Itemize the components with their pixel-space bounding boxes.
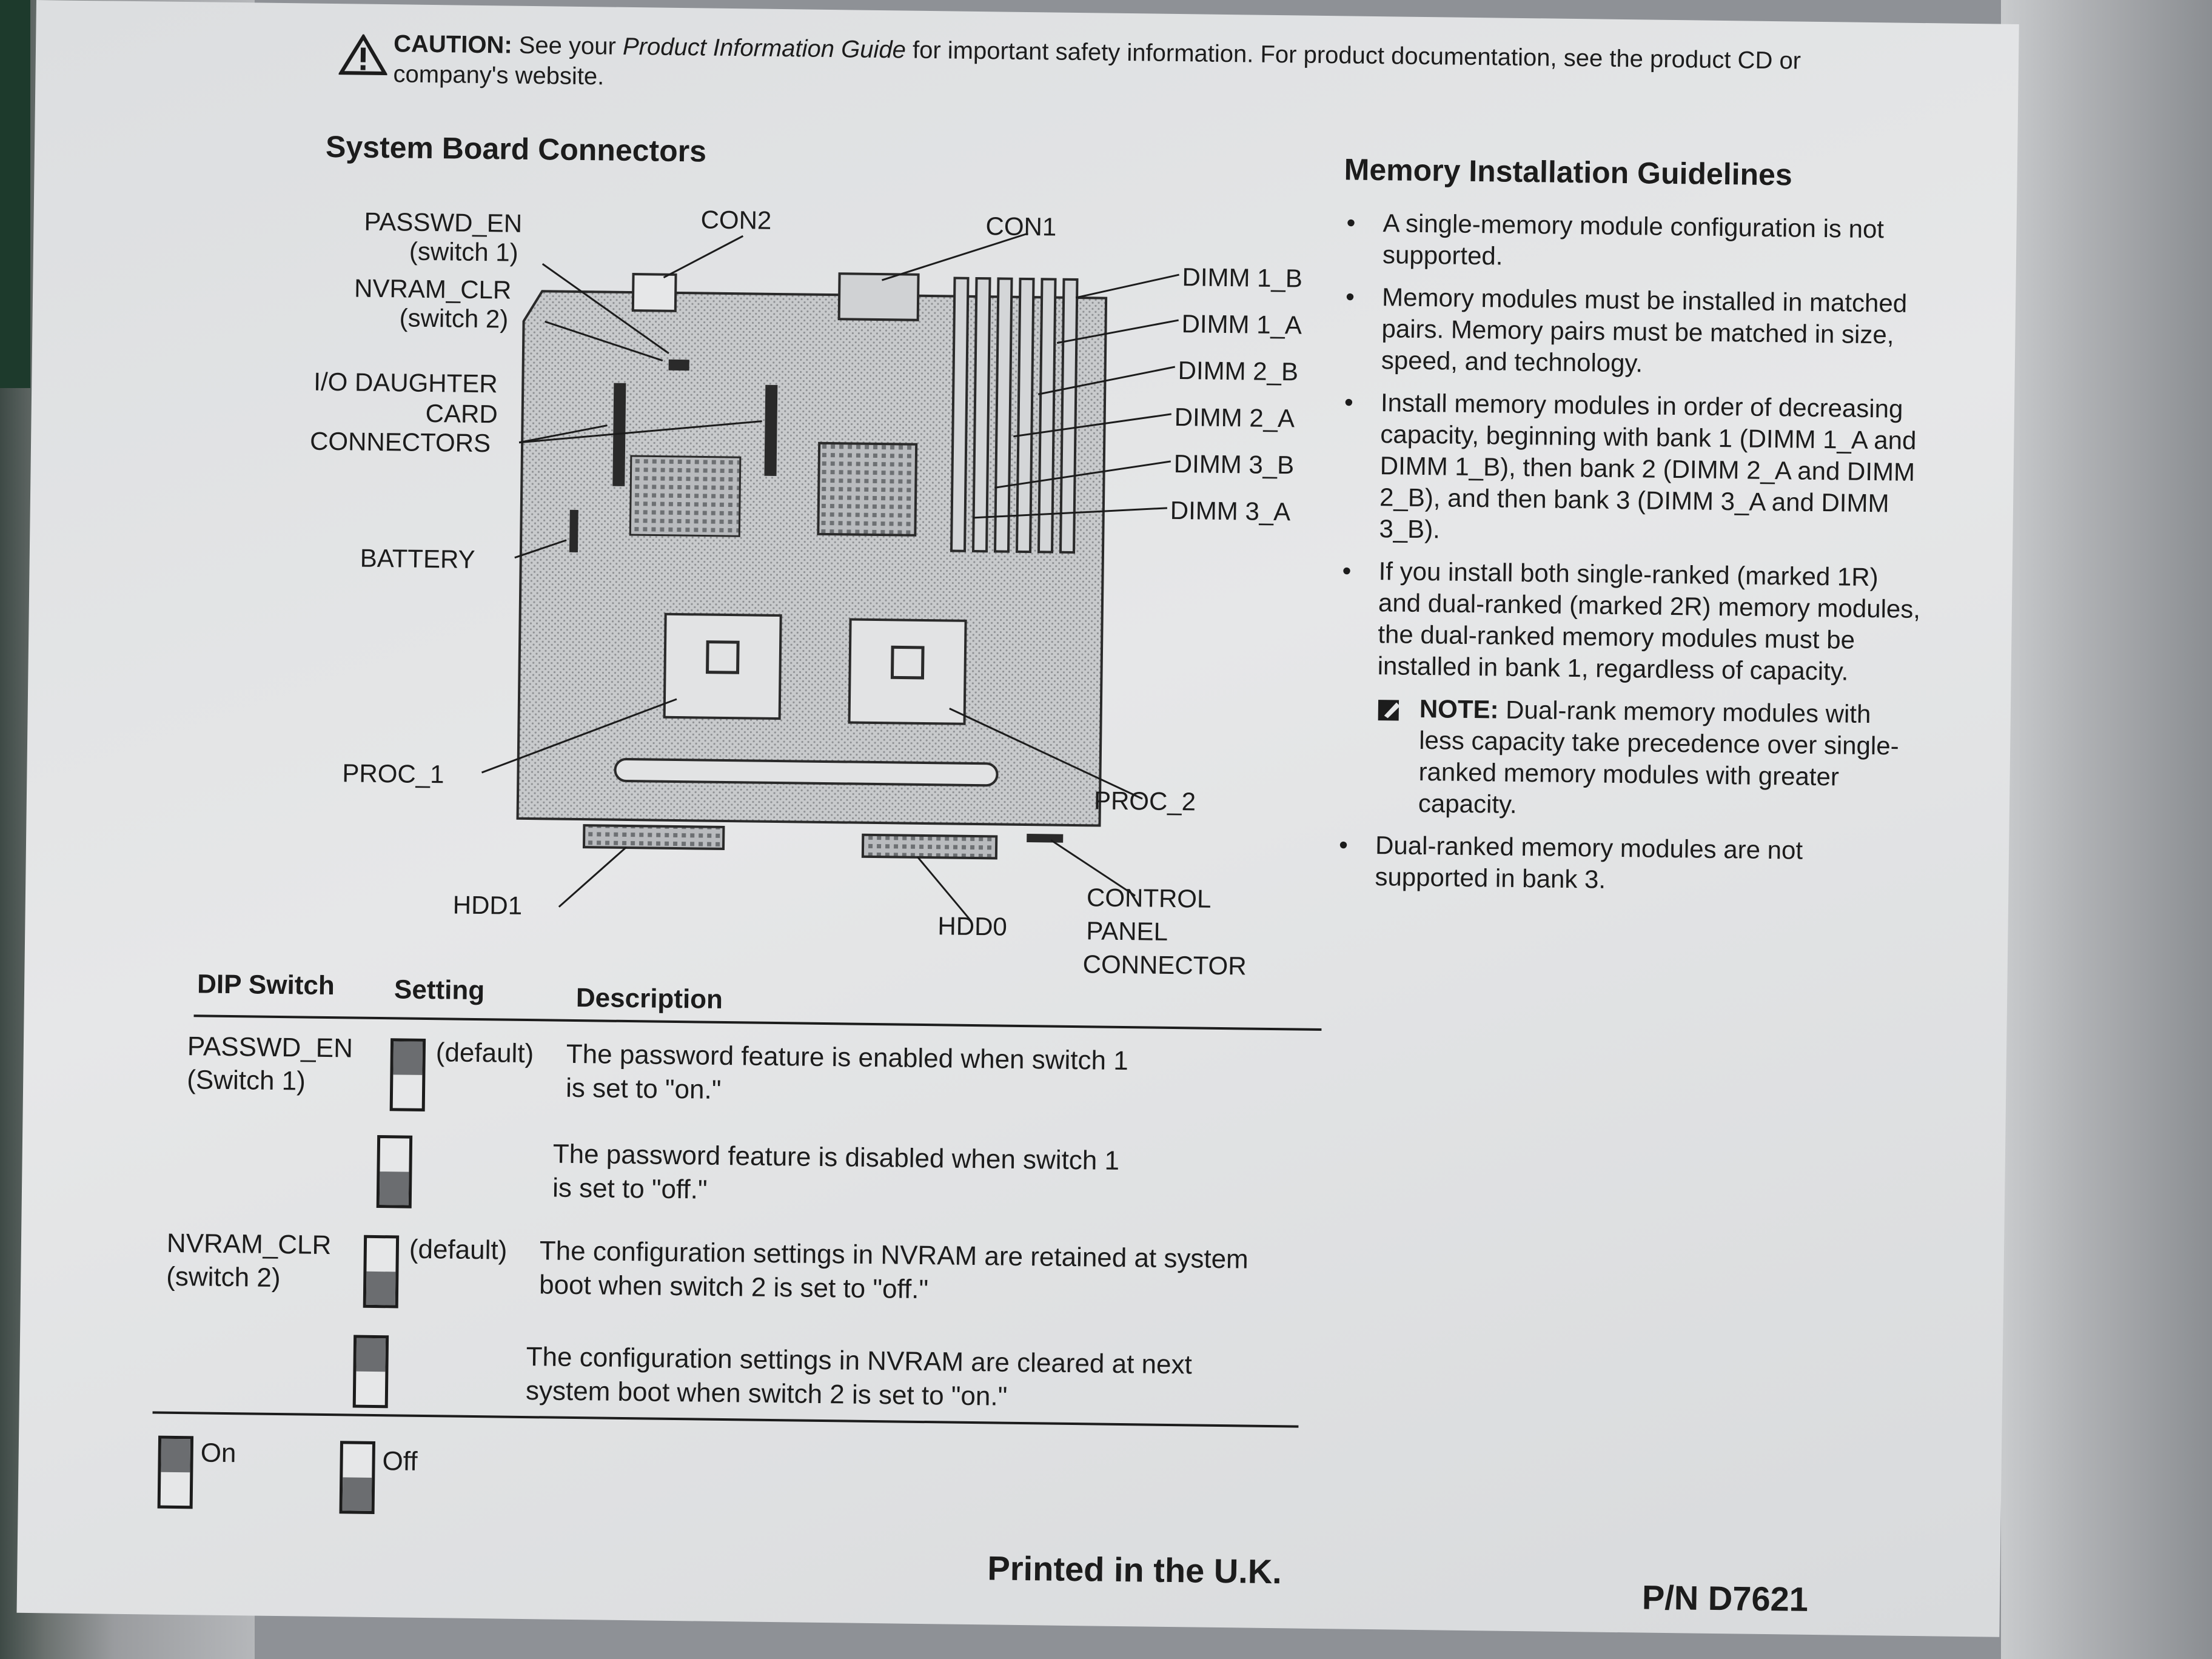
row1-default: (default) [435,1037,534,1069]
row3-switch: NVRAM_CLR [166,1228,332,1261]
passwd-en-label: PASSWD_EN [364,207,523,238]
dimm-3b-label: DIMM 3_B [1173,449,1295,480]
part-number: P/N D7621 [1641,1578,1809,1618]
dimm-1a-label: DIMM 1_A [1181,309,1302,340]
guideline-3-text: Install memory modules in order of decre… [1379,388,1917,544]
proc-2-label: PROC_2 [1093,786,1196,816]
system-board-diagram [481,232,1179,922]
nvram-clr-label: NVRAM_CLR [354,273,512,304]
dip-header-switch: DIP Switch [196,969,335,1001]
guideline-2: •Memory modules must be installed in mat… [1345,282,1908,378]
io-daughter-label-3: CONNECTORS [309,426,491,458]
hdd1-label: HDD1 [452,890,523,920]
row2-desc: The password feature is disabled when sw… [552,1139,1120,1205]
row2-dip-switch [376,1135,413,1208]
guideline-4: •If you install both single-ranked (mark… [1342,556,1921,686]
legend-off-switch [339,1441,376,1514]
dip-header-description: Description [575,982,723,1014]
control-panel-label-1: CONTROL [1086,883,1212,913]
switch-2-label: (switch 2) [399,303,509,333]
memory-guidelines: •A single-memory module configuration is… [1338,207,1929,910]
row1-dip-switch [389,1038,426,1111]
guideline-3: •Install memory modules in order of decr… [1344,387,1917,544]
hdd0-label: HDD0 [937,911,1008,941]
memory-note: NOTE: Dual-rank memory modules with less… [1376,692,1923,825]
con2-label: CON2 [700,205,772,235]
chassis-right [2001,0,2212,1659]
io-daughter-label-2: CARD [425,398,498,429]
con1-label: CON1 [985,212,1057,241]
dimm-2b-label: DIMM 2_B [1178,356,1299,386]
row1-desc: The password feature is enabled when swi… [565,1039,1129,1105]
row3-dip-switch [363,1235,400,1309]
dimm-1b-label: DIMM 1_B [1182,263,1303,293]
switch-1-label: (switch 1) [409,236,518,267]
row3-sub: (switch 2) [166,1261,281,1293]
guideline-4-text: If you install both single-ranked (marke… [1377,557,1921,686]
row1-sub: (Switch 1) [186,1065,306,1096]
dimm-3a-label: DIMM 3_A [1170,495,1291,526]
note-pencil-icon [1378,700,1400,721]
io-daughter-label-1: I/O DAUGHTER [313,367,498,398]
row4-dip-switch [352,1335,389,1409]
printed-in: Printed in the U.K. [987,1549,1282,1591]
pcb-strip [0,0,30,388]
guideline-1: •A single-memory module configuration is… [1346,208,1885,270]
row1-switch: PASSWD_EN [187,1031,354,1064]
control-panel-label-2: PANEL [1086,916,1168,946]
note-label: NOTE: [1419,694,1499,724]
guideline-1-text: A single-memory module configuration is … [1382,209,1885,270]
row3-default: (default) [409,1234,508,1265]
warning-icon [338,34,388,76]
guideline-5-text: Dual-ranked memory modules are not suppo… [1375,831,1803,894]
legend-off-label: Off [382,1446,418,1476]
control-panel-label-3: CONNECTOR [1082,950,1247,980]
guideline-5: •Dual-ranked memory modules are not supp… [1338,830,1803,894]
service-label: CAUTION: See your Product Information Gu… [16,0,2019,1637]
memory-title: Memory Installation Guidelines [1344,152,1793,192]
dip-header-setting: Setting [394,974,485,1006]
proc-1-socket [663,612,782,720]
row3-desc: The configuration settings in NVRAM are … [538,1236,1249,1305]
legend-on-switch [157,1435,194,1509]
proc-1-label: PROC_1 [342,759,444,789]
battery-label: BATTERY [360,543,475,574]
proc-2-socket [848,618,967,725]
legend-on-label: On [200,1438,236,1469]
guideline-2-text: Memory modules must be installed in matc… [1381,283,1908,378]
dimm-2a-label: DIMM 2_A [1174,402,1295,433]
row4-desc: The configuration settings in NVRAM are … [525,1342,1193,1412]
